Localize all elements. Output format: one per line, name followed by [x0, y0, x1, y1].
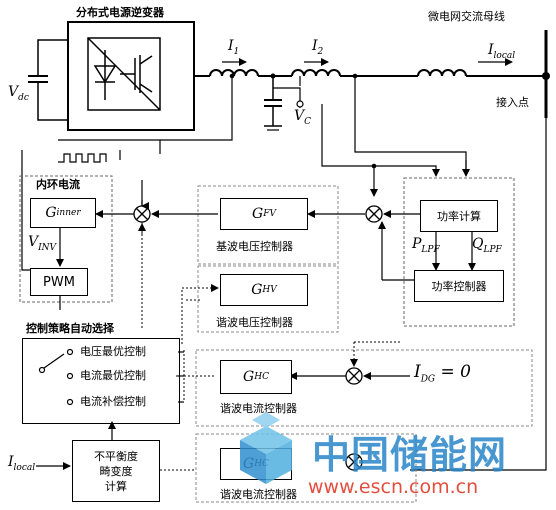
sum-junction-harmonic-current-2	[345, 453, 363, 471]
harmonic-voltage-label: 谐波电压控制器	[216, 316, 293, 329]
ilocal-bottom-label: Ilocal	[8, 454, 36, 473]
ilocal-top-label: Ilocal	[488, 42, 516, 61]
unbalance-calc-line2: 畸变度	[99, 464, 133, 478]
vdc-label: Vdc	[8, 84, 29, 103]
watermark-text: 中国储能网	[312, 433, 508, 477]
strategy-option-compensation: 电流补偿控制	[80, 395, 146, 408]
unbalance-calc-block: 不平衡度 畸变度 计算	[72, 440, 160, 502]
inverter-title: 分布式电源逆变器	[76, 6, 164, 19]
power-calc-block: 功率计算	[420, 200, 498, 232]
idg-label: IDG = 0	[414, 362, 471, 385]
pwm-block: PWM	[30, 268, 88, 296]
strategy-title: 控制策略自动选择	[26, 322, 114, 335]
inductor-line	[417, 69, 467, 77]
unbalance-calc-line3: 计算	[105, 479, 127, 493]
harmonic-current-label-2: 谐波电流控制器	[220, 488, 297, 501]
pcc-node	[542, 72, 550, 80]
bus-title: 微电网交流母线	[428, 10, 505, 23]
inner-loop-title: 内环电流	[36, 178, 80, 191]
watermark-url: www.escn.com.cn	[308, 476, 479, 498]
fundamental-voltage-label: 基波电压控制器	[216, 240, 293, 253]
strategy-selector-box	[22, 338, 180, 424]
vc-label: VC	[294, 108, 312, 127]
sum-junction-harmonic-current	[345, 367, 363, 385]
pcc-label: 接入点	[496, 96, 529, 109]
sum-junction-fundamental	[365, 205, 383, 223]
i2-label: I2	[312, 38, 324, 57]
igbt-icon	[87, 37, 161, 111]
strategy-option-voltage: 电压最优控制	[80, 345, 146, 358]
i1-label: I1	[228, 38, 240, 57]
strategy-switch-icon	[38, 348, 74, 406]
p-lpf-label: PLPF	[412, 236, 440, 255]
sum-junction-inner	[133, 205, 151, 223]
inner-loop-group	[19, 175, 113, 303]
pwm-waveform-icon	[58, 153, 107, 163]
harmonic-current-label: 谐波电流控制器	[220, 402, 297, 415]
unbalance-calc-line1: 不平衡度	[94, 449, 138, 463]
power-control-group	[403, 177, 515, 327]
q-lpf-label: QLPF	[472, 236, 502, 255]
inductor-l2	[291, 69, 341, 77]
power-controller-block: 功率控制器	[414, 270, 504, 302]
strategy-option-current: 电流最优控制	[80, 369, 146, 382]
v-inv-label: VINV	[28, 234, 57, 253]
